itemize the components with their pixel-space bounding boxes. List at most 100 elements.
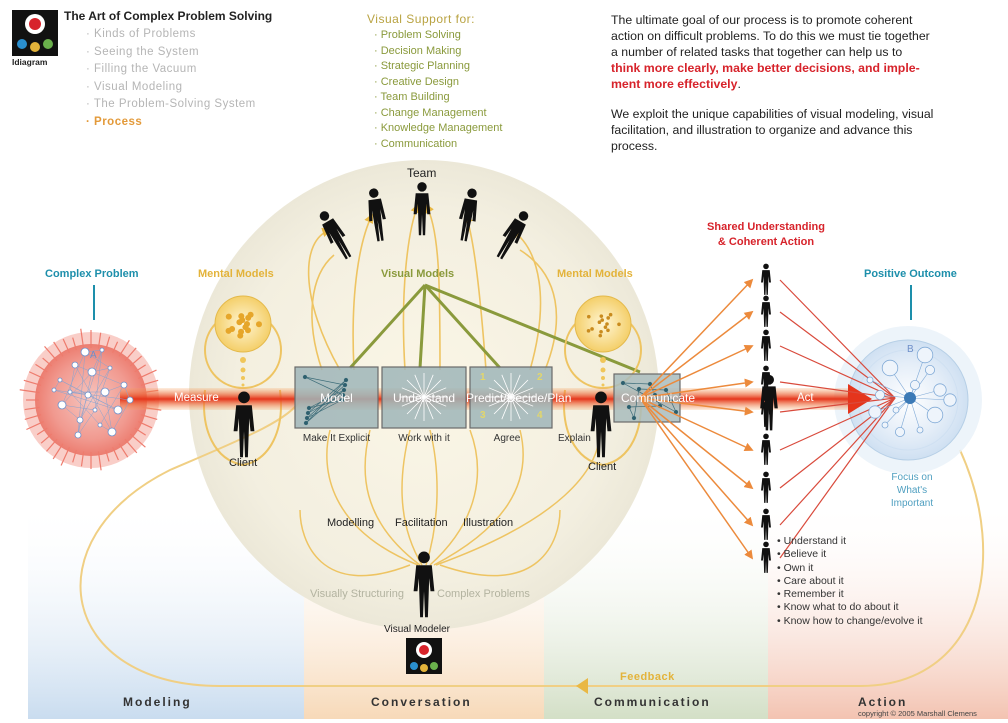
outcome-arrow [779,311,896,399]
net-node [673,409,679,415]
nav-item-problem-solving-system[interactable]: · The Problem-Solving System [86,98,256,110]
mental-models-right-label: Mental Models [557,268,633,280]
outcome-arrow [779,397,896,559]
spike [118,339,130,357]
outcome-nodes [866,346,957,437]
modelling-label: Modelling [327,517,375,529]
spike [62,338,70,353]
outcome-link [909,397,951,401]
net-node [647,381,653,387]
problem-node [126,396,134,404]
net-node [302,374,308,380]
intro-line: process. [611,139,658,153]
outcome-item: • Understand it [777,535,847,547]
mental-dot [225,313,232,320]
communicate-box [613,373,681,423]
nav-item-filling[interactable]: · Filling the Vacuum [86,63,197,75]
problem-node [113,405,123,415]
quadrant-1: 1 [480,372,486,383]
intro-p2: We exploit the unique capabilities of vi… [611,106,1006,154]
net-link [622,382,651,385]
facilitation-label: Facilitation [395,517,448,529]
ray [414,396,425,420]
spike [129,355,143,367]
spike [60,447,70,466]
intro-line: action on difficult problems. To do this… [611,29,930,43]
person-icon [761,541,771,573]
spike [42,357,53,367]
person-icon [496,211,529,260]
nav-item-visual-modeling[interactable]: · Visual Modeling [86,80,183,93]
net-link [308,389,345,409]
action-arrow [639,397,754,527]
mental-dot [599,329,603,334]
outcome-node [881,359,899,377]
ray [423,379,442,398]
ray [510,396,521,420]
quadrant-4: 4 [537,410,543,421]
mental-dot [599,314,604,318]
mental-model-sphere-right [574,295,632,353]
spike [80,328,85,349]
feedback-arrow [576,678,588,694]
ray [510,374,521,398]
spike [124,347,137,362]
person-icon [368,188,386,242]
spike [134,364,147,373]
outcome-item: • Know what to do about it [777,601,899,614]
person-icon [761,329,771,361]
spike [35,363,48,373]
spike [46,438,58,452]
quadrant-3: 3 [480,410,486,421]
topic-nav: · Kinds of Problems · Seeing the System … [86,26,256,131]
mental-dot [608,312,613,317]
ray [423,387,447,398]
ray [488,387,512,398]
problem-node [67,389,73,395]
visual-support-item: · Team Building [374,91,450,103]
spike [138,421,153,429]
nav-item-process[interactable]: · Process [86,115,143,128]
problem-link [59,379,89,396]
problem-node [97,422,103,428]
ray [510,387,534,398]
spike [129,433,146,448]
problem-node [57,400,67,410]
ray [406,396,425,415]
mental-model-sphere-left [214,295,272,353]
mental-dot [598,333,603,338]
mental-dot [242,324,249,331]
problem-link [61,404,96,411]
problem-node [84,391,92,399]
nav-item-seeing[interactable]: · Seeing the System [86,45,200,58]
person-icon [319,211,352,260]
problem-node [57,377,63,383]
problem-node [80,347,90,357]
net-link [304,376,346,386]
step-model-label: Model [320,391,353,405]
copyright: copyright © 2005 Marshall Clemens [858,709,977,718]
complex-problem-ball [19,328,162,471]
action-arrow [639,397,754,560]
action-arrow [639,278,754,399]
ray [423,396,434,420]
nav-item-kinds[interactable]: · Kinds of Problems [86,28,196,40]
spike [44,345,58,362]
net-node [341,387,347,393]
spike [97,451,102,471]
person-icon [760,374,778,431]
intro-emphasis-line: ment more effectively. [611,77,741,91]
spike [24,414,42,421]
spike [97,332,102,349]
step-understand-label: Understand [392,391,456,405]
mental-dot [229,325,236,332]
person-icon [413,182,431,236]
problem-node [76,416,84,424]
feedback-loop [79,399,612,687]
spike [80,451,85,467]
shared-understanding-label: Shared Understanding & Coherent Action [707,221,825,248]
spike [140,414,158,421]
problem-link [87,394,119,411]
outcome-arrow [779,345,896,399]
action-arrow [639,397,754,452]
